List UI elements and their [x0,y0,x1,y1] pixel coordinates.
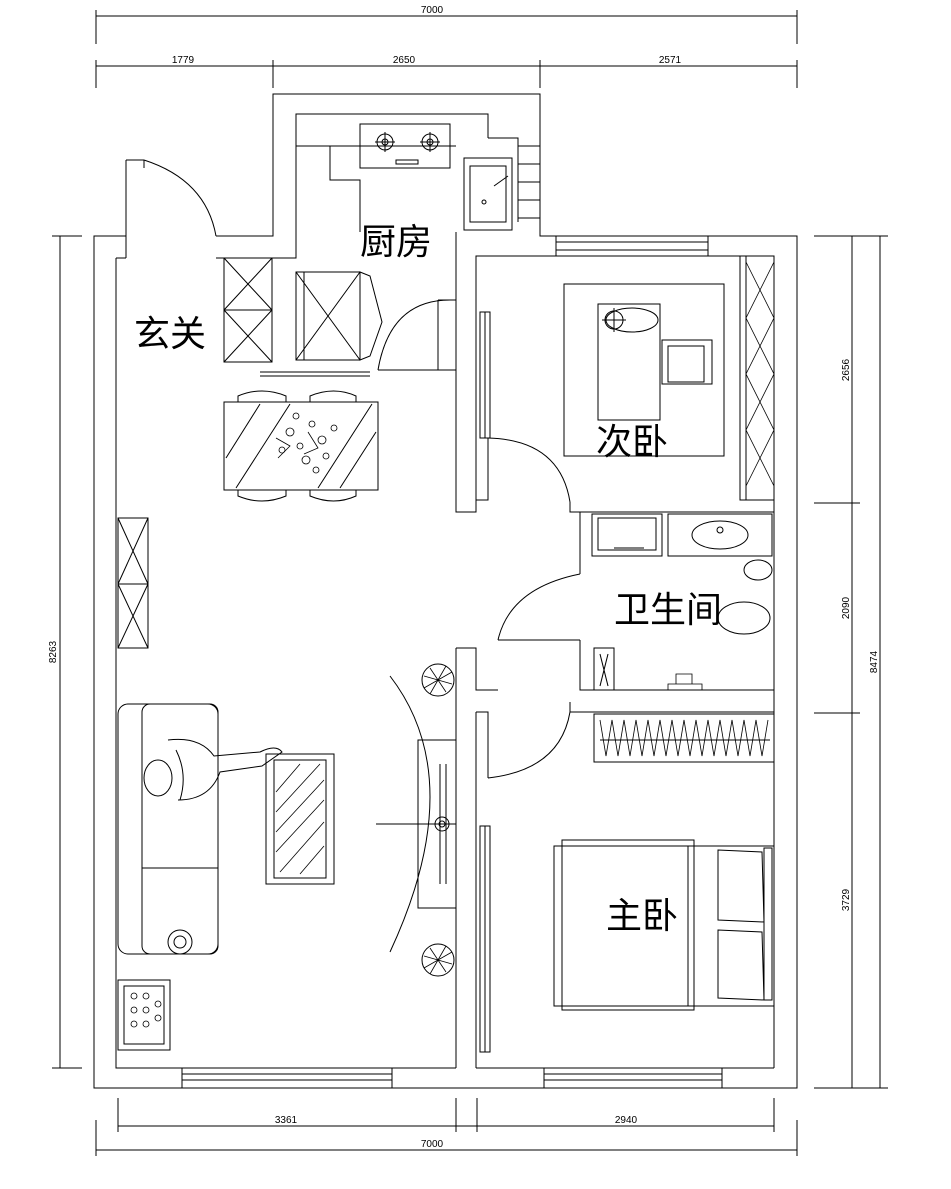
room-label-bathroom: 卫生间 [614,590,722,631]
side-table-icon [117,979,171,1051]
dim-top-seg-3: 2571 [659,55,682,66]
dim-top-seg-2: 2650 [393,55,416,66]
stove-icon [359,123,451,169]
room-label-kitchen: 厨房 [360,222,432,263]
plant-icon [421,663,455,977]
chair-icon [661,339,713,385]
tv-cabinet-icon [376,739,457,909]
room-label-second-bedroom: 次卧 [596,422,668,463]
sofa-icon [117,703,283,955]
master-bedroom-door [487,711,571,779]
bathroom-fixtures [591,513,773,691]
kitchen-door [377,299,451,371]
wall-cabinet-icon [117,517,149,649]
kitchen-fixtures [260,123,513,377]
basin-icon [667,513,773,557]
entrance-door [143,159,217,237]
master-bedroom-furniture [479,713,775,1053]
coffee-table-icon [265,753,335,885]
dim-right-seg-1: 2656 [841,358,852,381]
dim-bottom-seg-2: 2940 [615,1115,638,1126]
dim-bottom-total: 7000 [421,1139,444,1150]
dim-left-total: 8263 [48,640,59,663]
dim-top-seg-1: 1779 [172,55,195,66]
washing-machine-icon [591,513,663,557]
dim-right-seg-2: 2090 [841,596,852,619]
walls [93,93,798,1089]
second-bedroom-furniture [479,255,775,501]
bed-icon [597,303,661,421]
room-label-master-bedroom: 主卧 [606,896,678,937]
room-labels: 玄关 厨房 次卧 卫生间 主卧 [134,222,722,937]
clothes-rack-icon [593,713,775,763]
bathroom-door [497,573,581,641]
dimension-labels: 7000 1779 2650 2571 3361 2940 7000 8263 … [48,5,880,1150]
shoe-cabinet-icon [223,257,273,363]
toilet-icon [717,601,771,635]
dimension-lines [52,10,888,1156]
dim-bottom-seg-1: 3361 [275,1115,298,1126]
dining-table-icon [223,390,379,502]
dim-right-seg-3: 3729 [841,888,852,911]
dim-top-total: 7000 [421,5,444,16]
dim-right-total: 8474 [869,650,880,673]
second-bedroom-door [487,437,571,503]
living-arc [389,675,431,953]
rug-icon [563,283,725,457]
kitchen-sink-icon [463,157,513,231]
wardrobe-icon [739,255,775,501]
doors [143,159,581,953]
room-label-entrance: 玄关 [134,314,206,355]
